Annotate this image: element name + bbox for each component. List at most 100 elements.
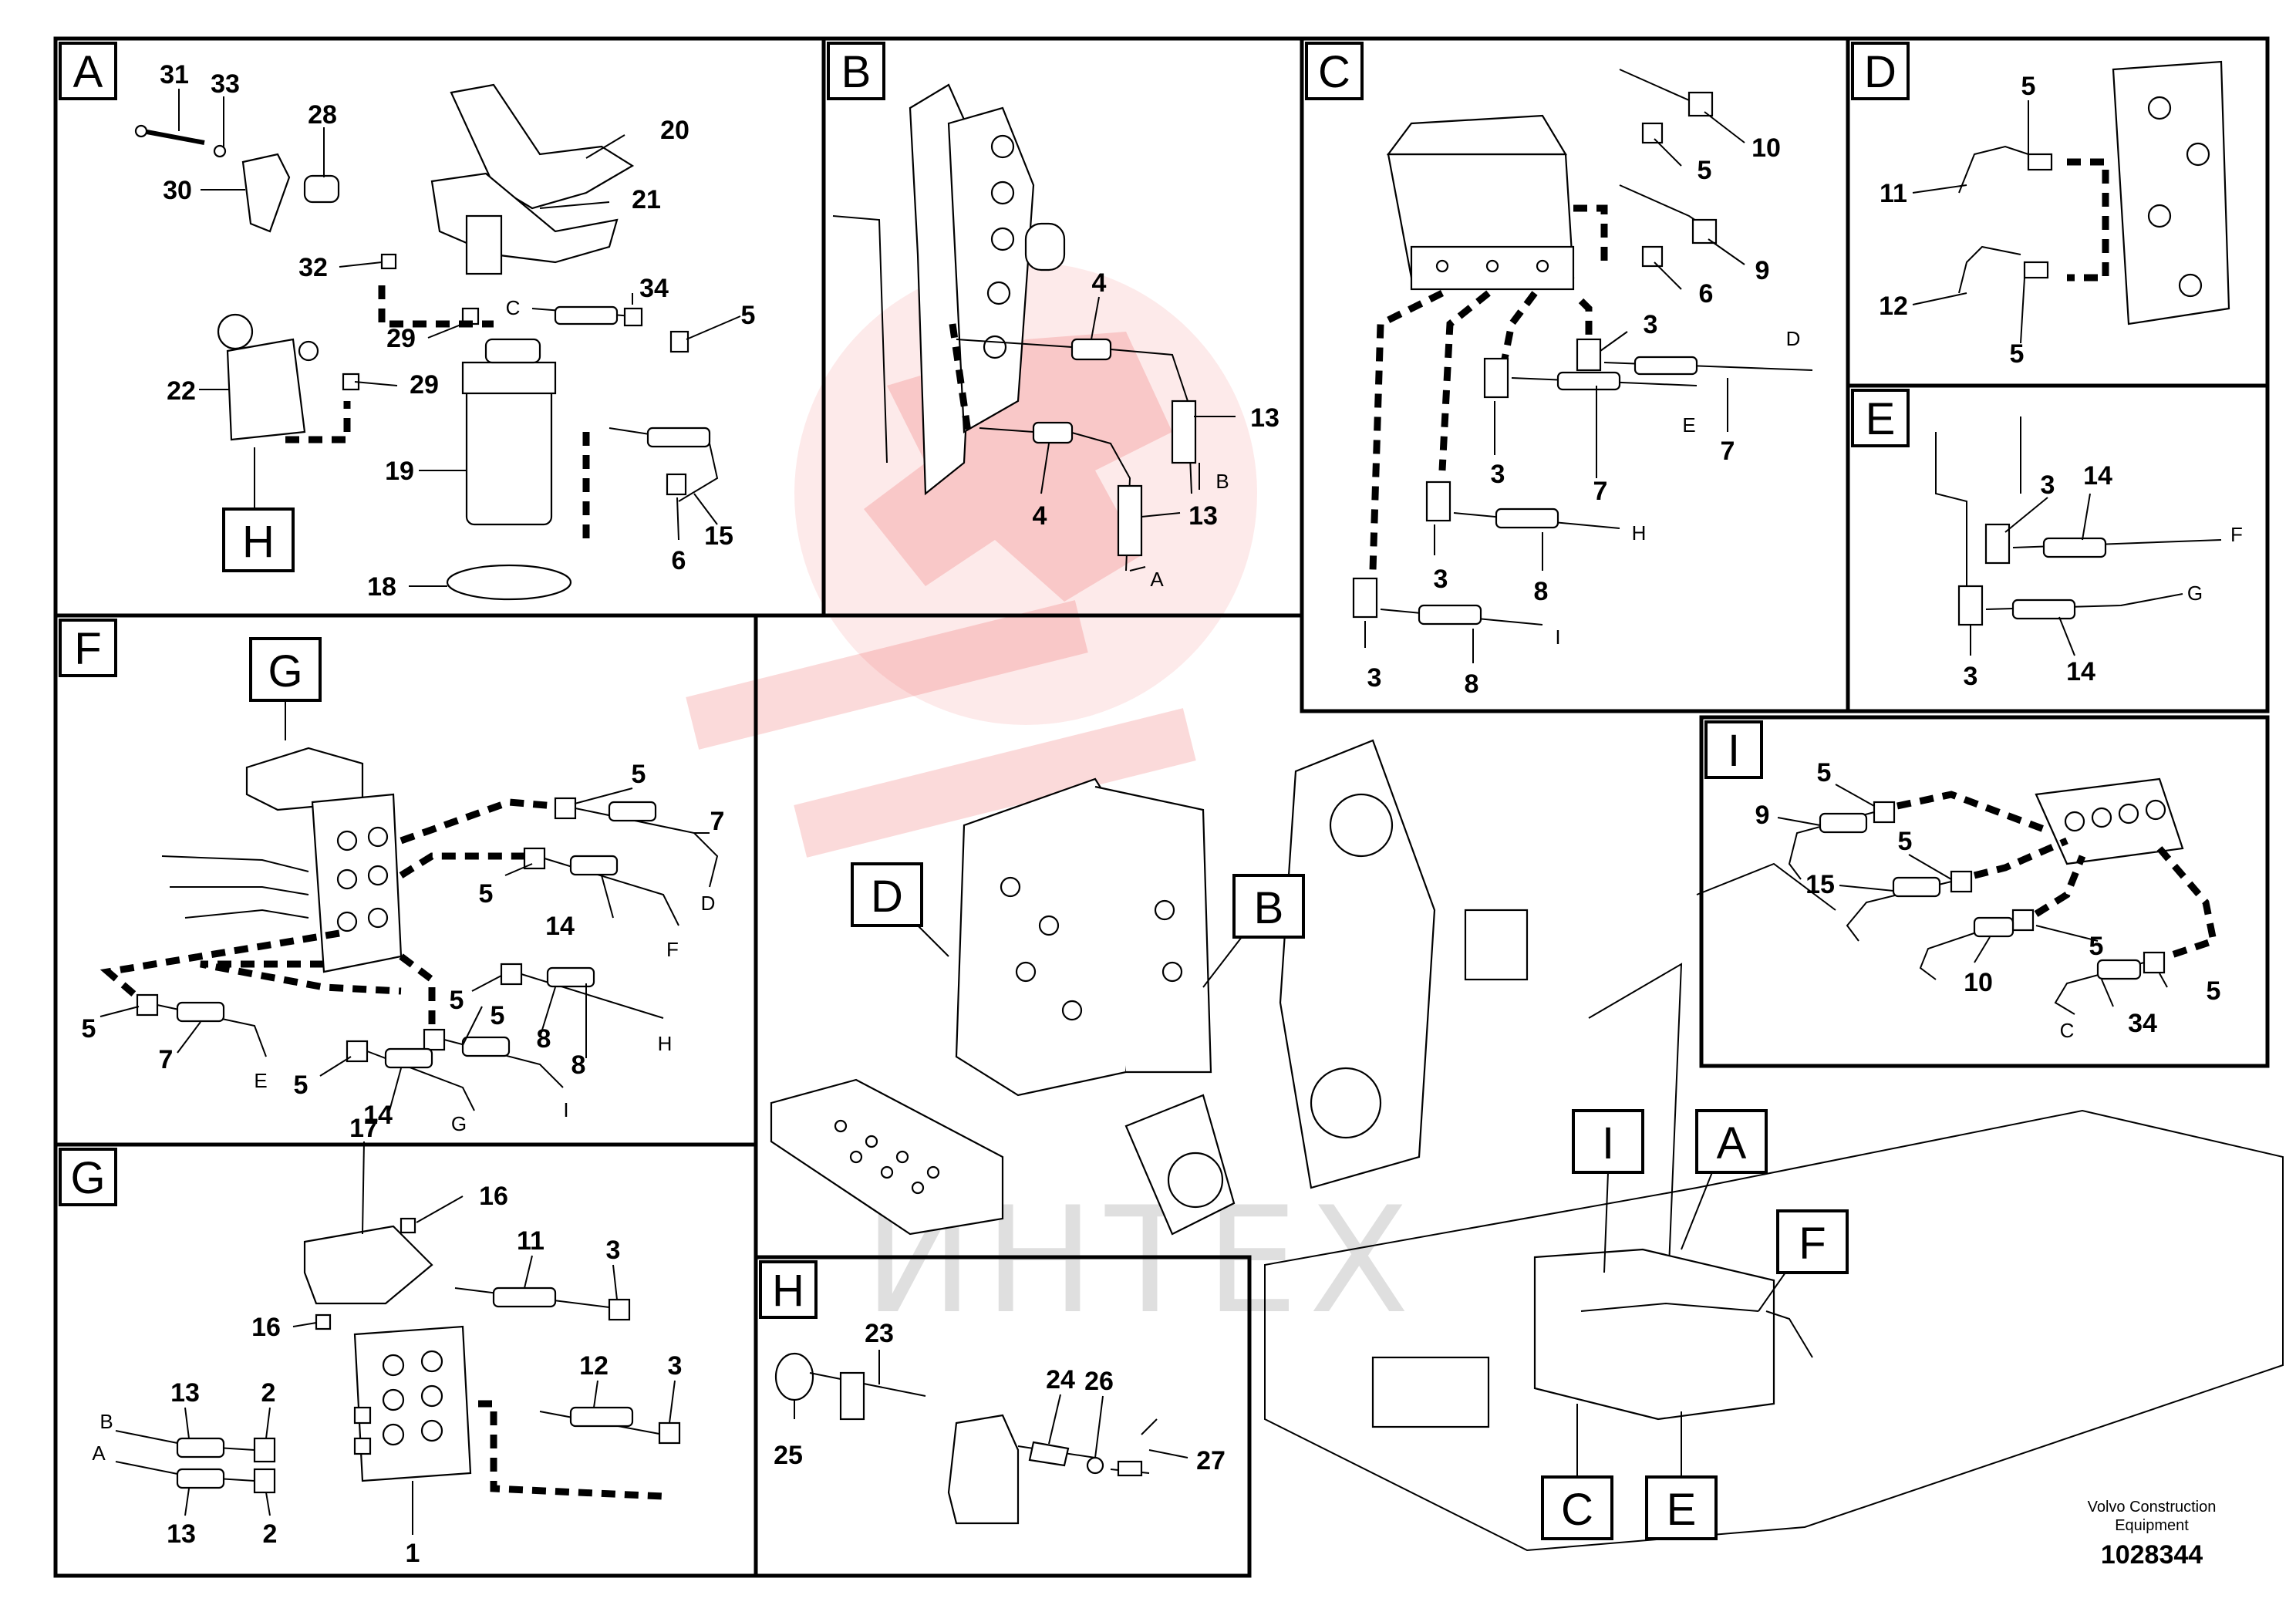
label-28: 28 xyxy=(308,100,337,130)
panel-f-labels: 5 7 5 14 5 5 8 8 5 7 5 14 D F H E G I xyxy=(82,760,725,1135)
letter-h: H xyxy=(658,1032,673,1055)
label-2a: 2 xyxy=(261,1378,276,1408)
section-label-h: H xyxy=(759,1260,818,1319)
callout-e: E xyxy=(1667,1485,1697,1535)
label-24: 24 xyxy=(1046,1365,1075,1394)
label-23: 23 xyxy=(865,1319,894,1348)
letter-h: H xyxy=(1632,521,1647,545)
label-7a: 7 xyxy=(710,807,725,836)
letter-d: D xyxy=(1786,327,1801,350)
letter-a: A xyxy=(1150,568,1164,591)
label-3a: 3 xyxy=(1644,310,1658,339)
panel-c-drawing xyxy=(1352,69,1813,663)
label-6: 6 xyxy=(1699,279,1714,309)
panel-h-labels: 23 24 26 25 27 xyxy=(774,1319,1226,1475)
label-3b: 3 xyxy=(668,1351,683,1381)
label-27: 27 xyxy=(1196,1446,1226,1475)
label-3a: 3 xyxy=(606,1236,621,1265)
label-9: 9 xyxy=(1755,801,1770,830)
letter-g: G xyxy=(2187,582,2203,605)
label-12: 12 xyxy=(1879,292,1908,321)
panel-e-labels: 3 14 3 14 F G xyxy=(1964,461,2243,691)
label-22: 22 xyxy=(167,376,196,406)
label-5e: 5 xyxy=(82,1014,96,1044)
label-5a: 5 xyxy=(632,760,646,789)
svg-text:G: G xyxy=(70,1153,105,1203)
label-13b: 13 xyxy=(1188,501,1218,531)
label-34: 34 xyxy=(639,274,669,303)
letter-a: A xyxy=(92,1442,106,1465)
label-13a: 13 xyxy=(1250,403,1279,433)
label-16b: 16 xyxy=(251,1313,281,1342)
label-3a: 3 xyxy=(2041,470,2055,500)
label-7a: 7 xyxy=(1721,437,1735,466)
label-20: 20 xyxy=(660,116,689,145)
svg-text:E: E xyxy=(1866,394,1896,444)
label-14a: 14 xyxy=(545,912,575,941)
letter-c: C xyxy=(506,296,521,319)
letter-f: F xyxy=(666,938,679,961)
label-11: 11 xyxy=(1880,179,1907,208)
label-11: 11 xyxy=(517,1226,544,1256)
label-5c: 5 xyxy=(2089,932,2104,961)
letter-g: G xyxy=(451,1112,467,1135)
panel-f-drawing: G xyxy=(99,637,719,1111)
svg-text:A: A xyxy=(73,47,103,97)
label-7b: 7 xyxy=(1593,477,1608,506)
section-label-a: A xyxy=(59,42,117,100)
letter-i: I xyxy=(563,1098,568,1121)
callout-c: C xyxy=(1561,1485,1593,1535)
panel-e-frame xyxy=(1846,383,2270,713)
panel-b-labels: 4 13 4 13 B A xyxy=(1033,268,1279,591)
caption-line1: Volvo Construction xyxy=(2088,1499,2217,1516)
panel-a-labels: 31 33 28 20 30 21 32 34 29 29 5 22 19 6 … xyxy=(160,60,755,602)
section-label-d: D xyxy=(1851,42,1910,100)
panel-d-drawing xyxy=(1912,60,2230,344)
label-3b: 3 xyxy=(1491,460,1505,489)
panel-g-drawing xyxy=(115,1141,681,1535)
panel-i-labels: 5 9 5 15 5 10 5 34 C xyxy=(1755,758,2221,1042)
panel-a-drawing: H xyxy=(134,83,741,601)
panel-d-labels: 5 11 12 5 xyxy=(1879,72,2035,369)
letter-e: E xyxy=(254,1069,267,1092)
label-34: 34 xyxy=(2128,1009,2157,1038)
panel-e-drawing xyxy=(1935,416,2222,656)
label-29a: 29 xyxy=(386,324,416,353)
label-17: 17 xyxy=(349,1114,379,1143)
letter-b: B xyxy=(1215,470,1229,493)
label-29b: 29 xyxy=(410,370,439,400)
label-8a: 8 xyxy=(537,1024,551,1054)
label-32: 32 xyxy=(298,253,328,282)
callout-f: F xyxy=(1799,1219,1826,1269)
letter-d: D xyxy=(701,892,716,915)
label-2b: 2 xyxy=(263,1519,278,1549)
callout-g: G xyxy=(268,646,302,696)
watermark-logo xyxy=(686,262,1257,858)
label-5d: 5 xyxy=(2207,976,2221,1006)
callout-a: A xyxy=(1717,1118,1747,1168)
letter-e: E xyxy=(1682,413,1695,437)
svg-text:B: B xyxy=(841,47,872,97)
label-16a: 16 xyxy=(479,1182,508,1211)
label-7b: 7 xyxy=(159,1045,174,1074)
letter-i: I xyxy=(1555,626,1560,649)
label-5b: 5 xyxy=(1898,827,1913,856)
label-3c: 3 xyxy=(1434,565,1448,594)
panel-c-labels: 10 5 9 6 3 7 3 7 3 8 3 8 D E H I xyxy=(1367,133,1801,699)
label-30: 30 xyxy=(163,176,192,205)
label-5c: 5 xyxy=(450,986,464,1015)
letter-c: C xyxy=(2060,1019,2075,1042)
label-15: 15 xyxy=(704,521,733,551)
label-5a: 5 xyxy=(2021,72,2036,101)
callout-i: I xyxy=(1602,1118,1614,1168)
label-10: 10 xyxy=(1964,968,1993,997)
section-label-c: C xyxy=(1305,42,1364,100)
label-13b: 13 xyxy=(167,1519,196,1549)
section-label-g: G xyxy=(59,1148,117,1206)
label-10: 10 xyxy=(1752,133,1781,163)
label-5b: 5 xyxy=(2010,339,2025,369)
overview-machine: D B I A F C E xyxy=(770,739,2284,1552)
label-5: 5 xyxy=(741,301,756,330)
section-label-b: B xyxy=(827,42,885,100)
